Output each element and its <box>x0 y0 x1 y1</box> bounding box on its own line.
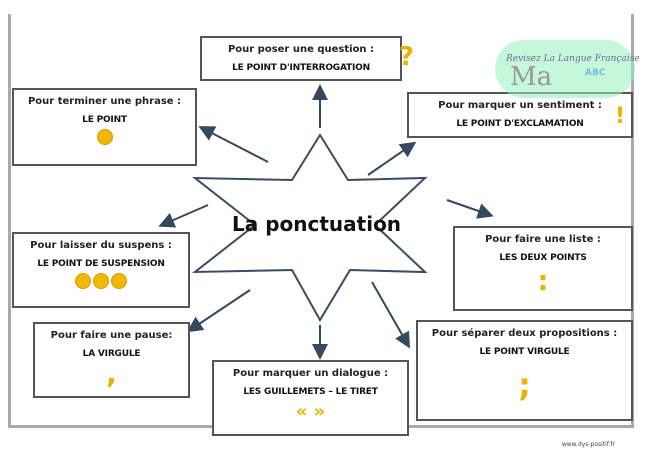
period-icon <box>96 129 113 145</box>
watermark-logo: Ma <box>510 62 553 92</box>
purpose-text: Pour marquer un dialogue : <box>232 368 389 379</box>
punctuation-name: LA VIRGULE <box>82 349 141 359</box>
punctuation-name: LE POINT VIRGULE <box>479 347 570 357</box>
purpose-text: Pour séparer deux propositions : <box>431 328 618 339</box>
box-pause: Pour faire une pause: LA VIRGULE , <box>33 322 190 398</box>
purpose-text: Pour faire une liste : <box>485 234 601 245</box>
colon-icon: : <box>537 264 549 297</box>
semicolon-icon: ; <box>518 366 531 404</box>
purpose-text: Pour marquer un sentiment : <box>438 100 602 111</box>
purpose-text: Pour laisser du suspens : <box>30 240 172 251</box>
box-point: Pour terminer une phrase : LE POINT <box>12 88 197 166</box>
punctuation-name: LE POINT DE SUSPENSION <box>37 259 165 269</box>
punctuation-name: LE POINT D'INTERROGATION <box>232 63 370 73</box>
box-liste: Pour faire une liste : LES DEUX POINTS : <box>453 226 633 311</box>
watermark-abc: ABC <box>585 68 606 78</box>
box-dialogue: Pour marquer un dialogue : LES GUILLEMET… <box>212 360 409 436</box>
purpose-text: Pour poser une question : <box>227 44 375 55</box>
central-star <box>192 133 428 322</box>
box-propositions: Pour séparer deux propositions : LE POIN… <box>416 320 633 421</box>
diagram-title: La ponctuation <box>232 212 402 236</box>
quotes-icon: « » <box>295 401 326 422</box>
punctuation-name: LE POINT <box>82 115 127 125</box>
punctuation-name: LES GUILLEMETS – LE TIRET <box>243 387 378 397</box>
purpose-text: Pour faire une pause: <box>50 330 173 341</box>
question-mark-icon: ? <box>398 42 414 72</box>
purpose-text: Pour terminer une phrase : <box>27 96 182 107</box>
exclamation-mark-icon: ! <box>614 104 625 129</box>
footer-url[interactable]: www.dys-positif.fr <box>561 441 615 448</box>
watermark-text: Revisez La Langue Française <box>506 54 640 64</box>
box-question: Pour poser une question : LE POINT D'INT… <box>200 36 414 81</box>
box-suspens: Pour laisser du suspens : LE POINT DE SU… <box>12 232 190 308</box>
comma-icon: , <box>106 357 117 390</box>
punctuation-name: LES DEUX POINTS <box>499 253 587 263</box>
ellipsis-icon <box>14 273 188 293</box>
watermark-badge <box>495 40 635 98</box>
punctuation-name: LE POINT D'EXCLAMATION <box>456 119 584 129</box>
box-sentiment: Pour marquer un sentiment : LE POINT D'E… <box>407 92 633 138</box>
